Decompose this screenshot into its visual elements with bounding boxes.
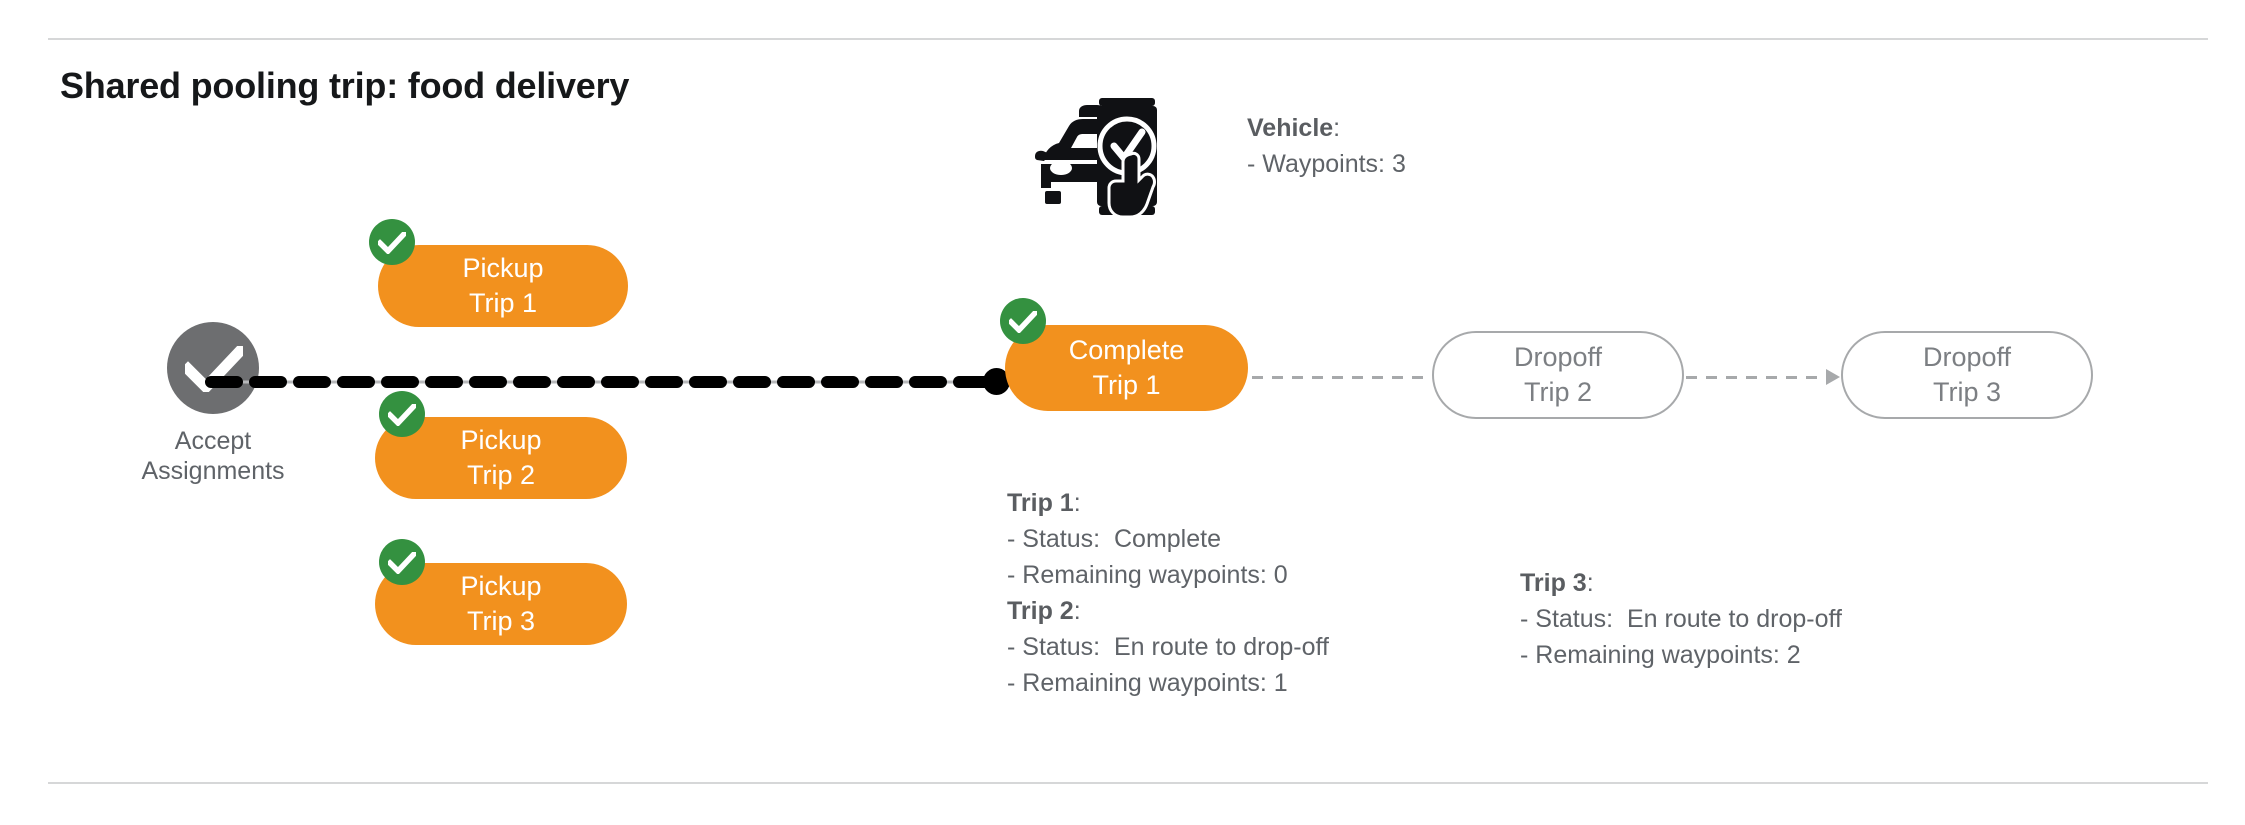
trip-info-left: Trip 1: - Status: Complete - Remaining w… <box>1007 485 1329 701</box>
trip2-waypoints-label: - Remaining waypoints: <box>1007 669 1267 697</box>
car-phone-check-icon <box>1035 88 1165 223</box>
trip1-waypoints-label: - Remaining waypoints: <box>1007 561 1267 589</box>
trip1-heading-suffix: : <box>1073 489 1081 517</box>
node-pickup-trip-1[interactable]: Pickup Trip 1 <box>378 245 628 327</box>
accept-check-circle <box>167 322 259 414</box>
accept-assignments-node[interactable]: Accept Assignments <box>118 322 308 486</box>
dropoff2-to-dropoff3-connector <box>1686 376 1830 379</box>
trip2-heading-suffix: : <box>1073 597 1081 625</box>
pickup1-check-badge <box>369 219 415 265</box>
pickup3-check-badge <box>379 539 425 585</box>
node-pickup-trip-3-label: Pickup Trip 3 <box>460 570 542 636</box>
bottom-divider <box>48 782 2208 784</box>
trip2-status-label: - Status: <box>1007 633 1101 661</box>
vehicle-heading: Vehicle <box>1247 114 1334 142</box>
vehicle-heading-suffix: : <box>1333 114 1341 142</box>
node-dropoff-trip-3[interactable]: Dropoff Trip 3 <box>1841 331 2093 419</box>
trip1-heading: Trip 1 <box>1007 489 1074 517</box>
dropoff3-arrow-icon <box>1826 369 1840 385</box>
node-dropoff-trip-2[interactable]: Dropoff Trip 2 <box>1432 331 1684 419</box>
top-divider <box>48 38 2208 40</box>
vehicle-info-block: Vehicle: - Waypoints: 3 <box>1247 110 1406 182</box>
trip3-heading: Trip 3 <box>1520 569 1587 597</box>
accept-assignments-label: Accept Assignments <box>141 427 285 485</box>
trip3-waypoints-value: 2 <box>1786 641 1801 669</box>
node-pickup-trip-1-label: Pickup Trip 1 <box>462 252 544 318</box>
node-dropoff-trip-2-label: Dropoff Trip 2 <box>1513 342 1603 407</box>
trip3-status-value: En route to drop-off <box>1627 605 1842 633</box>
trip-info-right: Trip 3: - Status: En route to drop-off -… <box>1520 565 1842 673</box>
vehicle-waypoints-row: - Waypoints: 3 <box>1247 150 1406 178</box>
node-complete-trip-1[interactable]: Complete Trip 1 <box>1005 325 1248 411</box>
trip1-status-label: - Status: <box>1007 525 1101 553</box>
page-title: Shared pooling trip: food delivery <box>60 65 630 106</box>
trip3-heading-suffix: : <box>1586 569 1594 597</box>
trip3-status-label: - Status: <box>1520 605 1614 633</box>
trip3-waypoints-label: - Remaining waypoints: <box>1520 641 1780 669</box>
complete1-check-badge <box>1000 298 1046 344</box>
trip2-status-value: En route to drop-off <box>1114 633 1329 661</box>
node-complete-trip-1-label: Complete Trip 1 <box>1068 334 1185 400</box>
trip2-waypoints-value: 1 <box>1273 669 1288 697</box>
trip1-waypoints-value: 0 <box>1273 561 1288 589</box>
pickup2-check-badge <box>379 391 425 437</box>
complete1-to-dropoff2-connector <box>1252 376 1432 379</box>
trip2-heading: Trip 2 <box>1007 597 1074 625</box>
accept-to-complete-connector <box>205 375 1005 388</box>
trip1-status-value: Complete <box>1114 525 1221 553</box>
node-pickup-trip-2-label: Pickup Trip 2 <box>460 424 542 490</box>
node-dropoff-trip-3-label: Dropoff Trip 3 <box>1922 342 2012 407</box>
